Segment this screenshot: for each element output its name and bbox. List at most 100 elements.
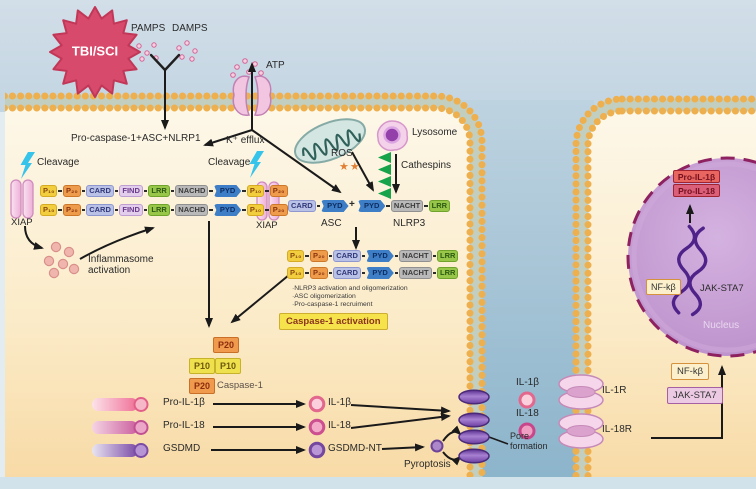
domain-link-dash bbox=[114, 190, 119, 192]
nlrp3-chain: PYD NACHT LRR bbox=[358, 199, 451, 213]
nucleus-shape bbox=[626, 156, 756, 358]
plus-sign: + bbox=[349, 199, 355, 210]
xiap-left-label: XIAP bbox=[11, 217, 33, 228]
domain-link-dash bbox=[305, 272, 309, 274]
dna-helix bbox=[671, 224, 708, 317]
domain-chip-P10: P₁₀ bbox=[246, 204, 265, 216]
right-cell-membrane-outer bbox=[572, 95, 756, 477]
cleavage-bolt-right bbox=[249, 151, 264, 178]
tbi-sci-label: TBI/SCI bbox=[71, 43, 119, 59]
domain-link-dash bbox=[361, 255, 366, 257]
domain-link-dash bbox=[265, 209, 269, 211]
domain-chip-P10: P₁₀ bbox=[40, 185, 58, 197]
ros-stars: ★★ bbox=[339, 161, 361, 173]
p10-subunit-right: P10 bbox=[215, 358, 241, 374]
pattern-recognition-receptor bbox=[149, 53, 181, 72]
bullet-asc: ·ASC oligomerization bbox=[292, 293, 356, 301]
pro-il1b-label: Pro-IL-1β bbox=[163, 397, 205, 408]
domain-chip-P10: P₁₀ bbox=[40, 204, 58, 216]
domain-chip-CARD: CARD bbox=[288, 200, 316, 212]
domain-chip-CARD: CARD bbox=[333, 250, 361, 262]
domain-link-dash bbox=[386, 205, 390, 207]
domain-link-dash bbox=[242, 209, 246, 211]
domain-link-dash bbox=[170, 190, 175, 192]
bullet-procaspase: ·Pro-caspase-1 recruiment bbox=[292, 301, 373, 309]
priming-complex-label: Pro-caspase-1+ASC+NLRP1 bbox=[71, 133, 201, 144]
domain-chip-P20: P₂₀ bbox=[309, 250, 328, 262]
domain-chip-PYD: PYD bbox=[366, 250, 394, 262]
gsdmd-nt-label: GSDMD-NT bbox=[328, 443, 382, 454]
domain-chip-LRR: LRR bbox=[437, 250, 459, 262]
il1b-label: IL-1β bbox=[328, 397, 351, 408]
domain-link-dash bbox=[361, 272, 366, 274]
cathepsins-label: Cathespins bbox=[401, 160, 452, 171]
bullet-nlrp3: ·NLRP3 activation and oligomerization bbox=[292, 285, 408, 292]
jak-stat-box: JAK-STA7 bbox=[667, 387, 723, 404]
asc-label: ASC bbox=[321, 218, 342, 229]
gsdmd-nt-particle bbox=[430, 439, 444, 453]
domain-chip-NACHD: NACHD bbox=[175, 204, 209, 216]
domain-link-dash bbox=[209, 209, 213, 211]
nucleus-pro-il18-box: Pro-IL-18 bbox=[673, 184, 720, 197]
xiap-left-shape bbox=[10, 179, 34, 219]
domain-chip-NACHD: NACHD bbox=[175, 185, 209, 197]
domain-link-dash bbox=[242, 190, 246, 192]
domain-chip-LRR: LRR bbox=[148, 185, 170, 197]
cleavage-right-label: Cleavage bbox=[208, 157, 251, 168]
atp-particles bbox=[230, 58, 264, 78]
cleavage-bolt-left bbox=[20, 152, 35, 179]
atp-channel bbox=[232, 75, 272, 116]
p20-subunit-top: P20 bbox=[213, 337, 239, 353]
domain-chip-NACHT: NACHT bbox=[399, 267, 432, 279]
nfkb-box: NF-kβ bbox=[671, 363, 710, 380]
mature-product-circles bbox=[308, 395, 326, 459]
domain-chip-LRR: LRR bbox=[428, 200, 451, 212]
assembly-bullets: ·NLRP3 activation and oligomerization ·A… bbox=[292, 285, 408, 309]
domain-link-dash bbox=[316, 205, 321, 207]
domain-chip-CARD: CARD bbox=[333, 267, 361, 279]
mitochondria bbox=[294, 118, 366, 164]
domain-link-dash bbox=[170, 209, 175, 211]
domain-link-dash bbox=[328, 272, 333, 274]
pyroptosis-label: Pyroptosis bbox=[404, 459, 451, 470]
cleavage-left-label: Cleavage bbox=[37, 157, 80, 168]
il18r-label: IL-18R bbox=[602, 424, 633, 435]
pamps-label: PAMPS bbox=[131, 23, 166, 34]
domain-link-dash bbox=[394, 272, 399, 274]
domain-chip-CARD: CARD bbox=[86, 204, 114, 216]
nucleus-pro-il1b-box: Pro-IL-1β bbox=[673, 170, 720, 183]
domain-chip-PYD: PYD bbox=[358, 200, 386, 212]
domain-link-dash bbox=[81, 190, 86, 192]
il1r-label: IL-1R bbox=[602, 385, 627, 396]
ros-label: ROS bbox=[331, 148, 353, 159]
inflammasome-particles bbox=[43, 241, 80, 279]
il18-label: IL-18 bbox=[328, 420, 351, 431]
domain-link-dash bbox=[209, 190, 213, 192]
domain-chip-P20: P₂₀ bbox=[269, 204, 288, 216]
domain-link-dash bbox=[114, 209, 119, 211]
domain-chip-P20: P₂₀ bbox=[309, 267, 328, 279]
nucleus-inner-ring bbox=[631, 161, 756, 353]
domain-chip-NACHT: NACHT bbox=[390, 200, 424, 212]
domain-link-dash bbox=[424, 205, 428, 207]
gsdmd-capsule bbox=[92, 443, 149, 458]
k-efflux-label: K⁺ efflux bbox=[226, 135, 265, 146]
p20-subunit-bottom: P20 bbox=[189, 378, 215, 394]
nucleus-label: Nucleus bbox=[703, 320, 740, 331]
domain-chip-FIND: FIND bbox=[119, 185, 143, 197]
right-cell-membrane-inner bbox=[584, 107, 756, 477]
domain-chip-P20: P₂₀ bbox=[62, 185, 81, 197]
atp-label: ATP bbox=[266, 60, 285, 71]
membrane-pores bbox=[458, 389, 490, 464]
domain-link-dash bbox=[305, 255, 309, 257]
domain-chip-PYD: PYD bbox=[213, 204, 242, 216]
domain-chip-FIND: FIND bbox=[119, 204, 143, 216]
tbi-sci-burst bbox=[49, 6, 141, 98]
nucleus-jak-stat-label: JAK-STA7 bbox=[700, 283, 744, 294]
